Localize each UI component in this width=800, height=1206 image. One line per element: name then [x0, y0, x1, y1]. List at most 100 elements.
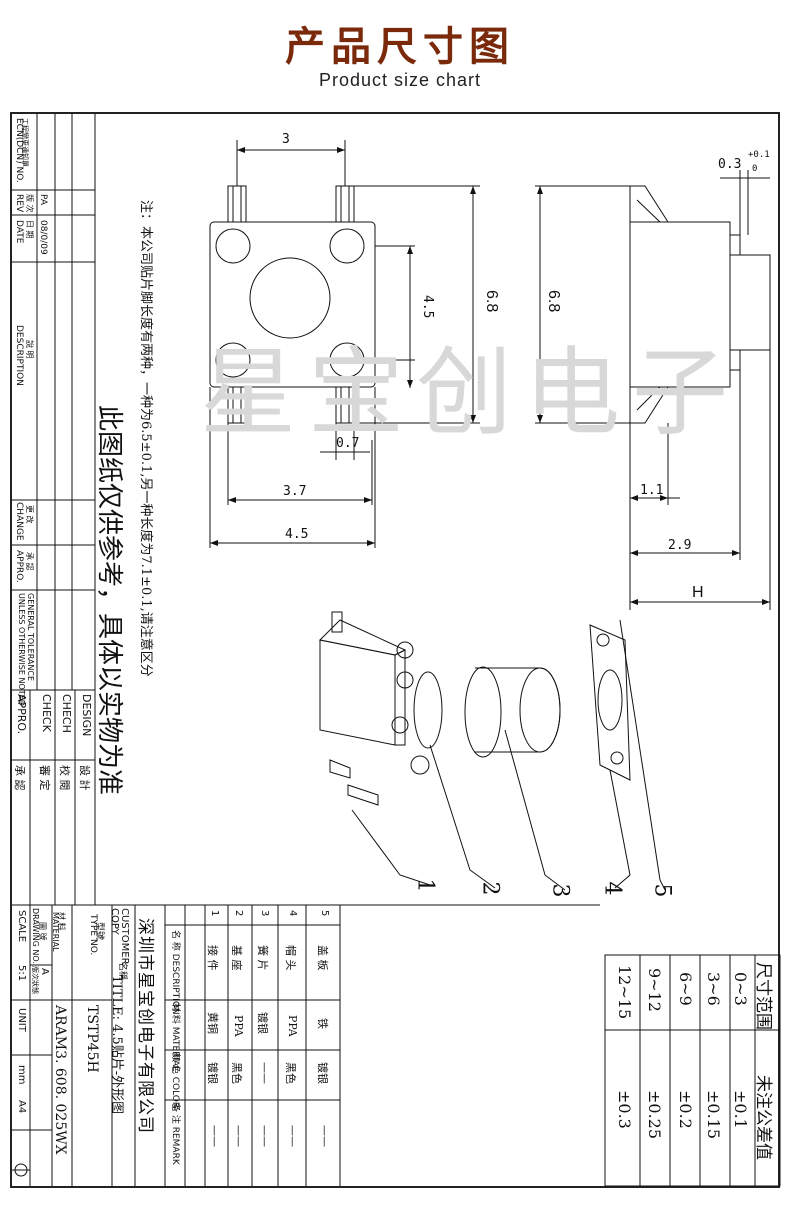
sign-design: DESIGN — [80, 694, 93, 737]
bom-remark: —— — [258, 1125, 271, 1147]
bom-no: 5 — [319, 910, 330, 917]
bom-no: 3 — [259, 910, 270, 917]
sign-appro-cn: 承 認 — [13, 765, 26, 791]
bom-material: 黄铜 — [206, 1012, 219, 1034]
bom-name: 接 件 — [206, 945, 219, 971]
description-label-en: DESCRIPTION — [14, 325, 24, 386]
projection-icon — [14, 1162, 15, 1163]
tolerance-value: ±0.25 — [645, 1090, 664, 1140]
bom-header-description: 名 称 DESCRIPTION — [170, 930, 180, 1015]
change-label-en: CHANGE — [14, 502, 24, 541]
date-label: 日 期 — [25, 220, 34, 239]
callout-3: 3 — [547, 883, 573, 898]
bom-remark: —— — [318, 1125, 331, 1147]
dim-3-7: 3.7 — [283, 484, 307, 499]
rev-status: 版次狀態 — [31, 966, 39, 994]
dim-6-8-side: 6.8 — [545, 290, 562, 313]
type-en-label: TYPE NO. — [88, 914, 98, 956]
dim-0-3: 0.3 — [718, 157, 742, 172]
rev-label-en: REV — [14, 194, 24, 213]
tolerance-label-2: UNLESS OTHERWISE NOTED — [17, 593, 26, 706]
description-label: 說 明 — [25, 340, 34, 359]
bom-no: 4 — [287, 910, 298, 917]
drawing-number: ARAM3. 608. 025WX — [52, 1005, 68, 1155]
sign-check-cn: 審 定 — [38, 765, 51, 791]
bom-remark: —— — [232, 1125, 245, 1147]
callout-1: 1 — [412, 878, 438, 893]
unit-value: mm — [16, 1065, 27, 1085]
tolerance-value: ±0.1 — [731, 1090, 750, 1129]
watermark: 星宝创电子 — [200, 337, 740, 449]
date-value: 08/0/09 — [38, 220, 48, 255]
rev-letter: A — [39, 968, 50, 975]
bom-name: 簧 片 — [256, 945, 269, 971]
sign-chech-cn: 校 閱 — [58, 765, 71, 791]
bom-color: —— — [258, 1062, 271, 1084]
bom-no: 1 — [209, 910, 220, 917]
scale-label: SCALE — [16, 910, 27, 943]
tolerance-range: 6~9 — [676, 972, 695, 1006]
type-value: TSTP45H — [84, 1005, 100, 1073]
dim-6-8-front: 6.8 — [483, 290, 500, 313]
bom-material: PPA — [232, 1015, 245, 1037]
bom-no: 2 — [233, 910, 244, 917]
tolerance-header-value: 未注公差值 — [753, 1075, 773, 1160]
unit-label: UNIT — [16, 1008, 27, 1032]
dim-0-7: 0.7 — [336, 436, 360, 451]
sign-check: CHECK — [40, 694, 53, 732]
paper-size: A4 — [16, 1100, 27, 1114]
bom-name: 基 座 — [230, 945, 243, 971]
bom-remark: —— — [208, 1125, 221, 1147]
bom-header-remark: 备 注 REMARK — [170, 1103, 180, 1165]
customer-copy-label: COPY — [109, 908, 120, 935]
page-title: 产品尺寸图 — [285, 24, 515, 70]
bom-name: 帽 头 — [284, 945, 297, 971]
bom-material: PPA — [286, 1015, 299, 1037]
bom-material: 镀银 — [256, 1012, 269, 1034]
material-en-label: MATERIAL — [51, 912, 60, 952]
ecn-label-en: ECN(DCN) NO. — [14, 118, 24, 183]
tolerance-header-range: 尺寸范围 — [753, 962, 773, 1030]
disclaimer-text: 此图纸仅供参考，具体以实物为准 — [94, 405, 124, 796]
callout-4: 4 — [599, 881, 625, 896]
bom-color: 黑色 — [284, 1062, 297, 1084]
customer-label: CUSTOMER — [119, 908, 130, 965]
approve-label-en: APPRO. — [14, 550, 24, 583]
tolerance-value: ±0.3 — [615, 1090, 634, 1129]
tolerance-label-1: GENERAL TOLERANCE — [26, 593, 35, 682]
change-label: 更 改 — [25, 505, 34, 524]
dim-4-5-vertical: 4.5 — [420, 295, 435, 319]
bom-color: 镀银 — [206, 1062, 219, 1084]
bom-material: 铁 — [316, 1018, 329, 1029]
bom-remark: —— — [286, 1125, 299, 1147]
scale-value: 5:1 — [16, 965, 27, 982]
page-subtitle: Product size chart — [318, 70, 482, 90]
rev-value: PA — [38, 194, 48, 206]
bom-header-color: 颜 色 COLOR — [170, 1053, 180, 1109]
sign-chech: CHECH — [60, 694, 73, 733]
drawing-title: TITLE: 4.5贴片-外形图 — [109, 975, 124, 1115]
callout-2: 2 — [477, 881, 503, 896]
tolerance-range: 9~12 — [645, 968, 664, 1012]
approve-label: 承 認 — [25, 552, 34, 571]
sign-appro: APPRO. — [15, 694, 28, 735]
rev-label: 版 次 — [25, 194, 34, 213]
tolerance-range: 0~3 — [731, 972, 750, 1006]
bom-name: 盖 板 — [316, 945, 329, 971]
note-text: 注：本公司贴片脚长度有两种，一种为6.5±0.1,另一种长度为7.1±0.1,请… — [138, 200, 153, 677]
callout-5: 5 — [649, 883, 675, 898]
date-label-en: DATE — [14, 220, 24, 244]
company-name: 深圳市星宝创电子有限公司 — [135, 918, 155, 1134]
dim-4-5-horizontal: 4.5 — [285, 527, 309, 542]
dim-0-3-tol-plus: +0.1 — [748, 150, 770, 160]
bom-color: 镀银 — [316, 1062, 329, 1084]
dim-0-3-tol-zero: 0 — [752, 164, 758, 174]
bom-color: 黑色 — [230, 1062, 243, 1084]
tolerance-value: ±0.15 — [704, 1090, 723, 1140]
dim-2-9: 2.9 — [668, 538, 692, 553]
dim-H: H — [692, 584, 704, 601]
tolerance-range: 3~6 — [704, 972, 723, 1006]
tolerance-value: ±0.2 — [676, 1090, 695, 1129]
drawing-frame — [10, 112, 780, 1188]
